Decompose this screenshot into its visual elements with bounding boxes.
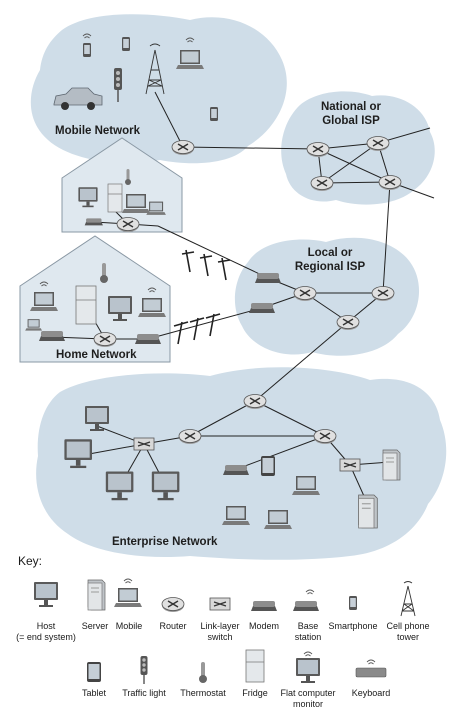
key-label-fridge: Fridge <box>242 688 268 698</box>
key-label-keyboard: Keyboard <box>351 688 391 698</box>
enterprise-network-label: Enterprise Network <box>112 536 218 548</box>
local-isp-label-2: Regional ISP <box>295 261 366 273</box>
home-devices <box>25 263 166 348</box>
local-isp-label-1: Local or <box>308 247 353 259</box>
key-label-modem: Modem <box>248 621 279 631</box>
thermostat-icon <box>199 662 207 683</box>
key-label-thermostat: Thermostat <box>180 688 226 698</box>
key-label-traffic-light: Traffic light <box>122 688 166 698</box>
mobile-network-cloud <box>30 14 287 164</box>
home-network-label: Home Network <box>56 349 137 361</box>
mobile-icon <box>114 578 142 607</box>
key-label-monitor: Flat computer monitor <box>280 688 336 709</box>
key-label-cell-tower: Cell phone tower <box>386 621 430 642</box>
key-icons <box>34 578 416 684</box>
server-icon <box>87 579 106 611</box>
monitor-icon <box>296 651 320 683</box>
key-title: Key: <box>18 554 43 568</box>
modem-icon <box>251 601 277 611</box>
key-label-tablet: Tablet <box>81 688 107 698</box>
router-icon <box>161 596 185 613</box>
key-label-host: Host (= end system) <box>16 621 76 642</box>
fridge-icon <box>245 649 265 683</box>
traffic-light-icon <box>140 656 148 684</box>
mobile-devices <box>53 33 218 121</box>
key-label-router: Router <box>159 621 187 631</box>
key-label-switch: Link-layer switch <box>200 621 240 642</box>
host-icon <box>34 582 58 607</box>
key-label-mobile: Mobile <box>115 621 143 631</box>
national-isp-label-1: National or <box>321 101 382 113</box>
key-label-base-station: Base station <box>294 621 322 642</box>
base-station-icon <box>293 589 319 611</box>
enterprise-cloud <box>36 367 447 560</box>
tablet-icon <box>87 662 101 682</box>
national-isp-label-2: Global ISP <box>322 115 380 127</box>
local-isp-cloud <box>234 237 420 356</box>
key-label-smartphone: Smartphone <box>328 621 378 631</box>
utility-poles <box>173 249 231 345</box>
keyboard-icon <box>355 659 387 678</box>
smartphone-icon <box>349 596 357 610</box>
mobile-network-label: Mobile Network <box>55 125 141 137</box>
switch-icon <box>209 597 231 611</box>
key-label-server: Server <box>81 621 109 631</box>
upper-home-devices <box>78 169 166 226</box>
cell-tower-icon <box>400 581 416 617</box>
